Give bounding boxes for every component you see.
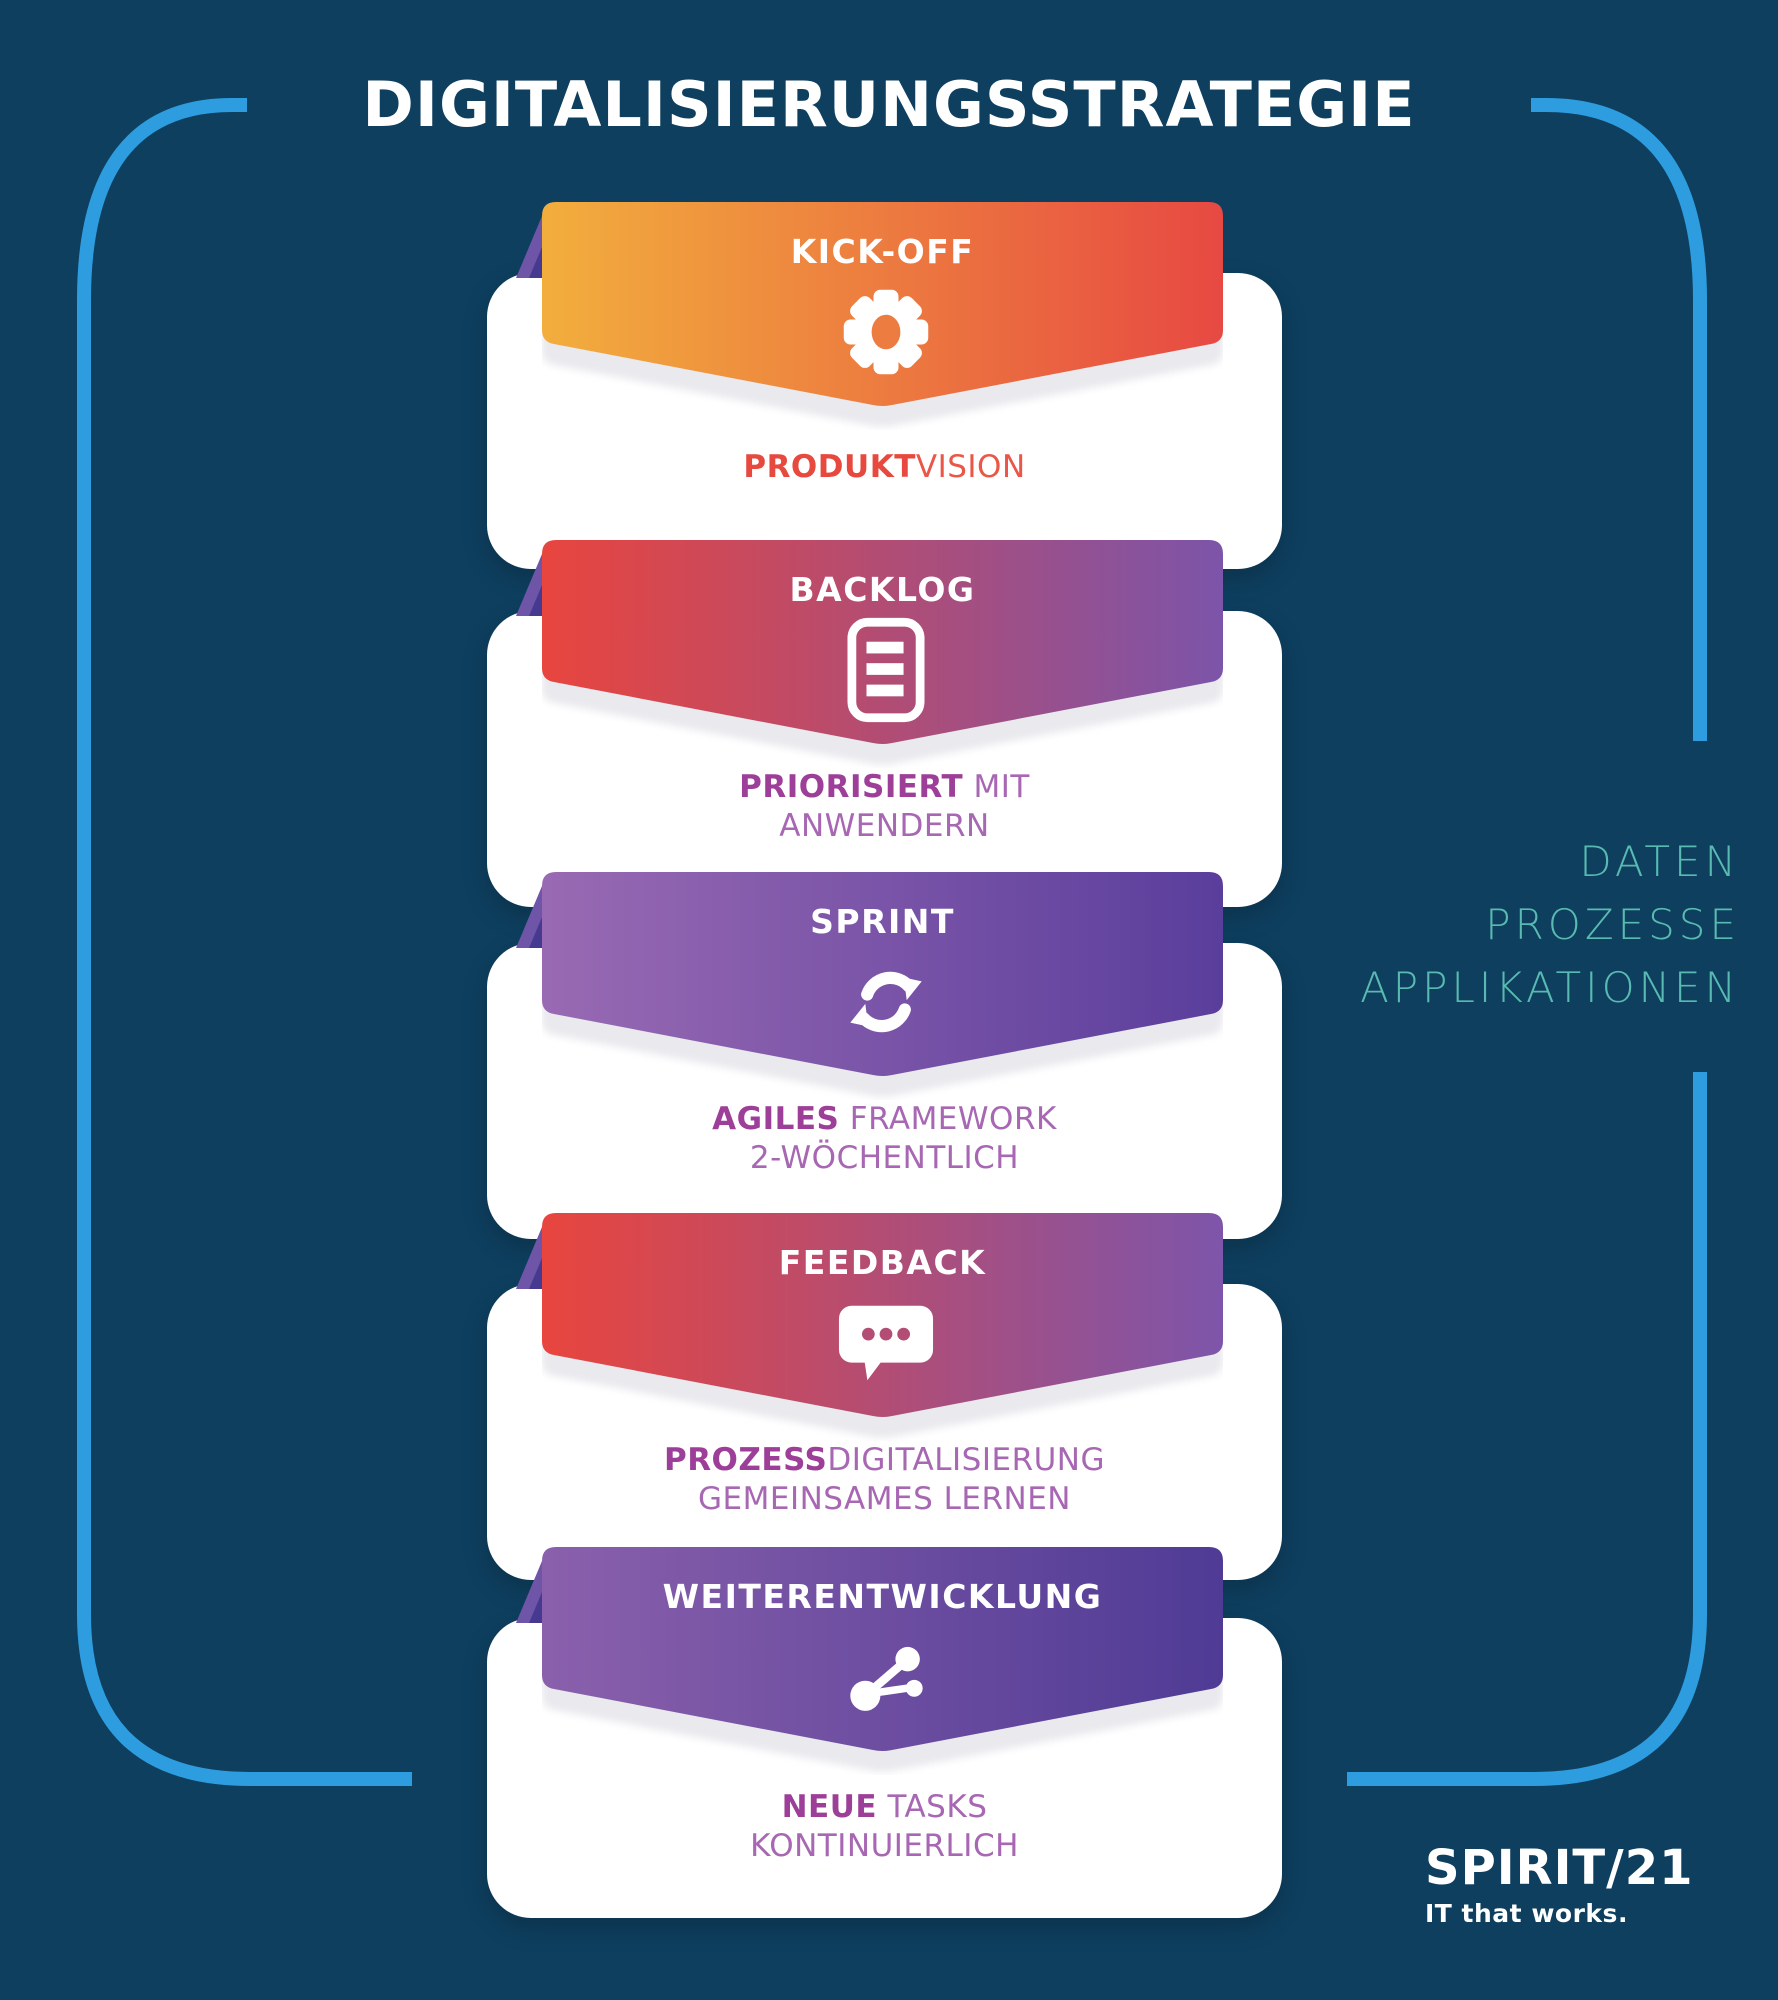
spirit21-logo: SPIRIT/21 IT that works. bbox=[1425, 1840, 1694, 1928]
right-bracket-bottom-line bbox=[1347, 1072, 1707, 1786]
ribbon-fold bbox=[516, 886, 542, 948]
stage-caption-sprint: AGILES FRAMEWORK 2-WÖCHENTLICH bbox=[712, 1101, 1057, 1176]
ribbon-fold bbox=[516, 1227, 542, 1289]
stage-title-kick-off: KICK-OFF bbox=[790, 232, 975, 271]
stage-banner-weiterentwicklung bbox=[542, 1547, 1223, 1772]
share-icon bbox=[786, 1625, 986, 1729]
ribbon-fold bbox=[516, 216, 542, 278]
stage-title-weiterentwicklung: WEITERENTWICKLUNG bbox=[662, 1577, 1103, 1616]
stage-caption-backlog: PRIORISIERT MIT ANWENDERN bbox=[739, 769, 1030, 844]
side-label-applikationen: APPLIKATIONEN bbox=[1360, 963, 1740, 1012]
sprint-cycle-icon bbox=[786, 950, 986, 1054]
gear-icon bbox=[786, 280, 986, 384]
logo-tagline: IT that works. bbox=[1425, 1899, 1628, 1928]
side-labels: DATEN PROZESSE APPLIKATIONEN bbox=[1360, 830, 1740, 1019]
stage-caption-feedback: PROZESSDIGITALISIERUNG GEMEINSAMES LERNE… bbox=[663, 1442, 1106, 1517]
side-label-daten: DATEN bbox=[1579, 837, 1740, 886]
banner-ribbon bbox=[542, 1547, 1223, 1751]
side-label-prozesse: PROZESSE bbox=[1485, 900, 1740, 949]
left-bracket-line bbox=[77, 98, 412, 1786]
stage-title-backlog: BACKLOG bbox=[789, 570, 976, 609]
logo-name: SPIRIT/21 bbox=[1425, 1840, 1694, 1896]
stage-caption-weiterentwicklung: NEUE TASKS KONTINUIERLICH bbox=[750, 1789, 1019, 1864]
page-title: DIGITALISIERUNGSSTRATEGIE bbox=[362, 68, 1416, 141]
ribbon-fold bbox=[516, 1561, 542, 1623]
backlog-list-icon bbox=[786, 617, 986, 723]
feedback-bubble-icon bbox=[786, 1291, 986, 1395]
stage-title-feedback: FEEDBACK bbox=[778, 1243, 987, 1282]
ribbon-fold bbox=[516, 554, 542, 616]
right-bracket-top-line bbox=[1531, 98, 1707, 741]
stage-title-sprint: SPRINT bbox=[810, 902, 955, 941]
stage-caption-kick-off: PRODUKTVISION bbox=[743, 449, 1026, 485]
